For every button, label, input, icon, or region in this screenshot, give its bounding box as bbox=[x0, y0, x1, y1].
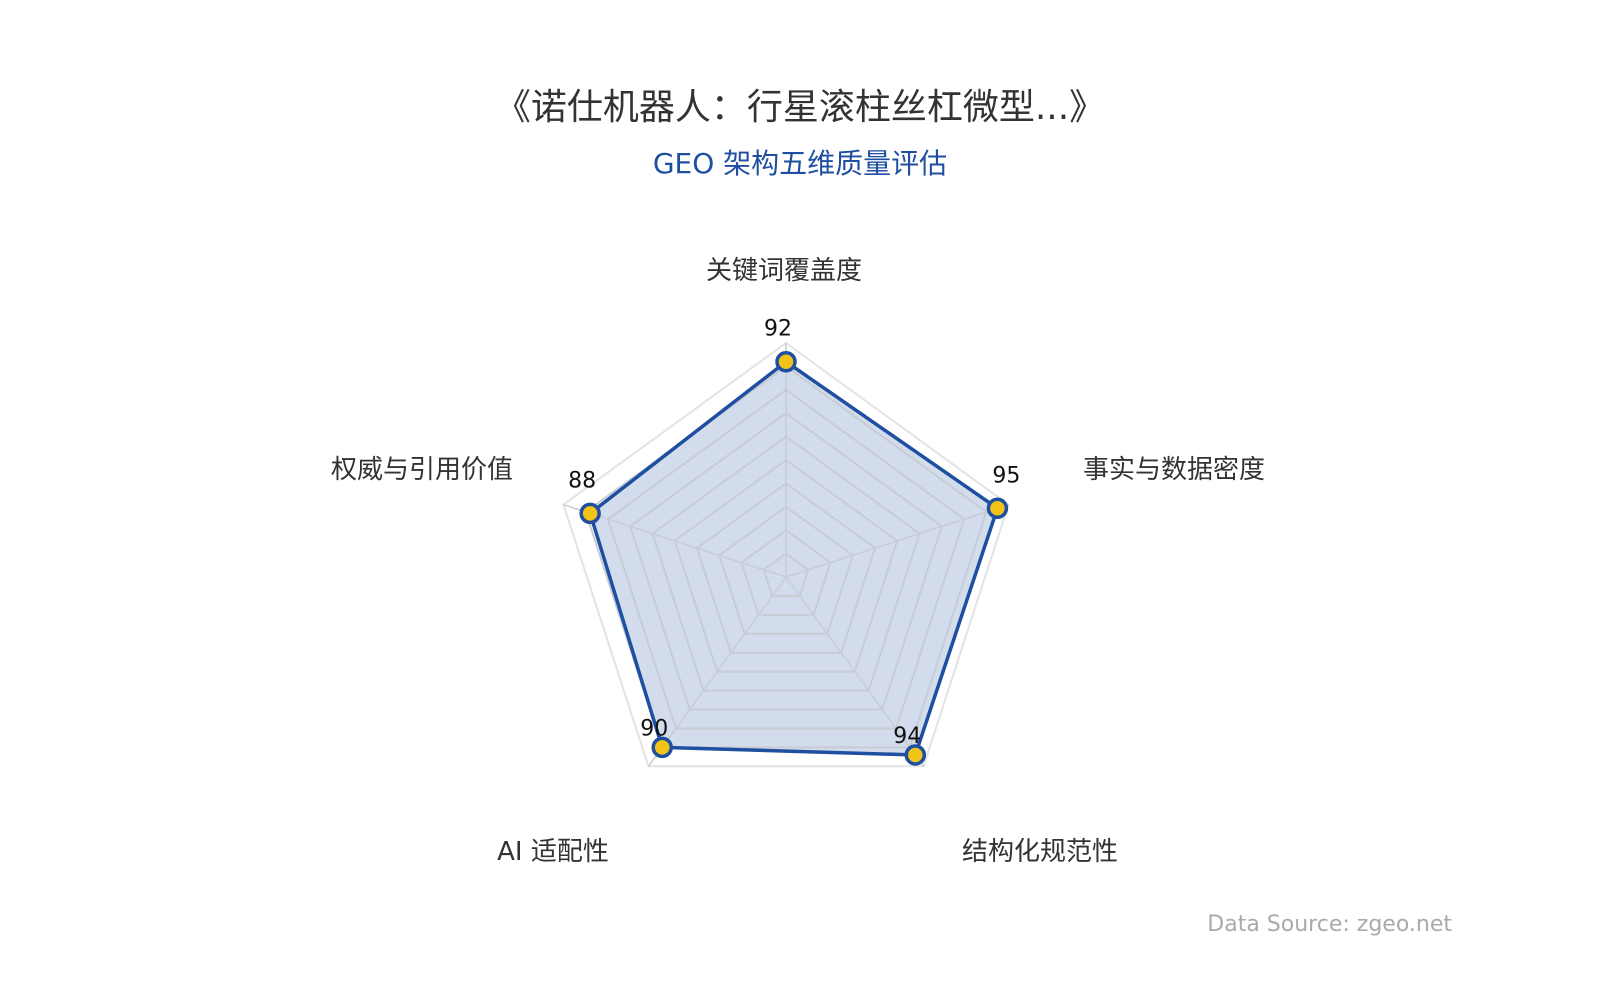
grid-ring bbox=[562, 341, 1010, 768]
grid-ring bbox=[651, 435, 921, 692]
grid-ring bbox=[695, 482, 877, 654]
grid-ring bbox=[629, 411, 943, 711]
grid-ring bbox=[673, 458, 899, 673]
value-label: 92 bbox=[764, 317, 792, 342]
grid-ring bbox=[740, 528, 832, 616]
grid-spoke bbox=[785, 503, 1009, 578]
series-line-and-points bbox=[579, 350, 1009, 766]
grid-spoke bbox=[563, 503, 787, 578]
value-label: 94 bbox=[893, 724, 921, 749]
data-source-note: Data Source: zgeo.net bbox=[1207, 912, 1452, 937]
value-label: 95 bbox=[992, 463, 1020, 488]
grid-ring bbox=[584, 365, 988, 749]
radar-grid bbox=[562, 341, 1010, 768]
data-point[interactable] bbox=[986, 497, 1009, 520]
series-line bbox=[588, 359, 1000, 757]
grid-spoke bbox=[647, 576, 787, 767]
chart-title: 《诺仕机器人：行星滚柱丝杠微型...》 bbox=[494, 87, 1106, 128]
axis-label: 事实与数据密度 bbox=[1083, 455, 1265, 485]
axis-label: 权威与引用价值 bbox=[331, 455, 513, 485]
grid-ring bbox=[718, 505, 854, 635]
data-point[interactable] bbox=[904, 744, 927, 766]
data-point[interactable] bbox=[775, 350, 797, 373]
axis-label: 关键词覆盖度 bbox=[706, 256, 862, 286]
value-label: 90 bbox=[640, 716, 668, 741]
axis-label: 结构化规范性 bbox=[962, 837, 1118, 867]
grid-ring bbox=[762, 552, 810, 597]
grid-ring bbox=[606, 388, 966, 730]
value-label: 88 bbox=[568, 468, 596, 493]
chart-subtitle: GEO 架构五维质量评估 bbox=[652, 147, 948, 180]
grid-spoke bbox=[785, 576, 925, 767]
axis-label: AI 适配性 bbox=[497, 837, 609, 867]
data-point[interactable] bbox=[651, 736, 673, 759]
data-point[interactable] bbox=[579, 502, 601, 525]
